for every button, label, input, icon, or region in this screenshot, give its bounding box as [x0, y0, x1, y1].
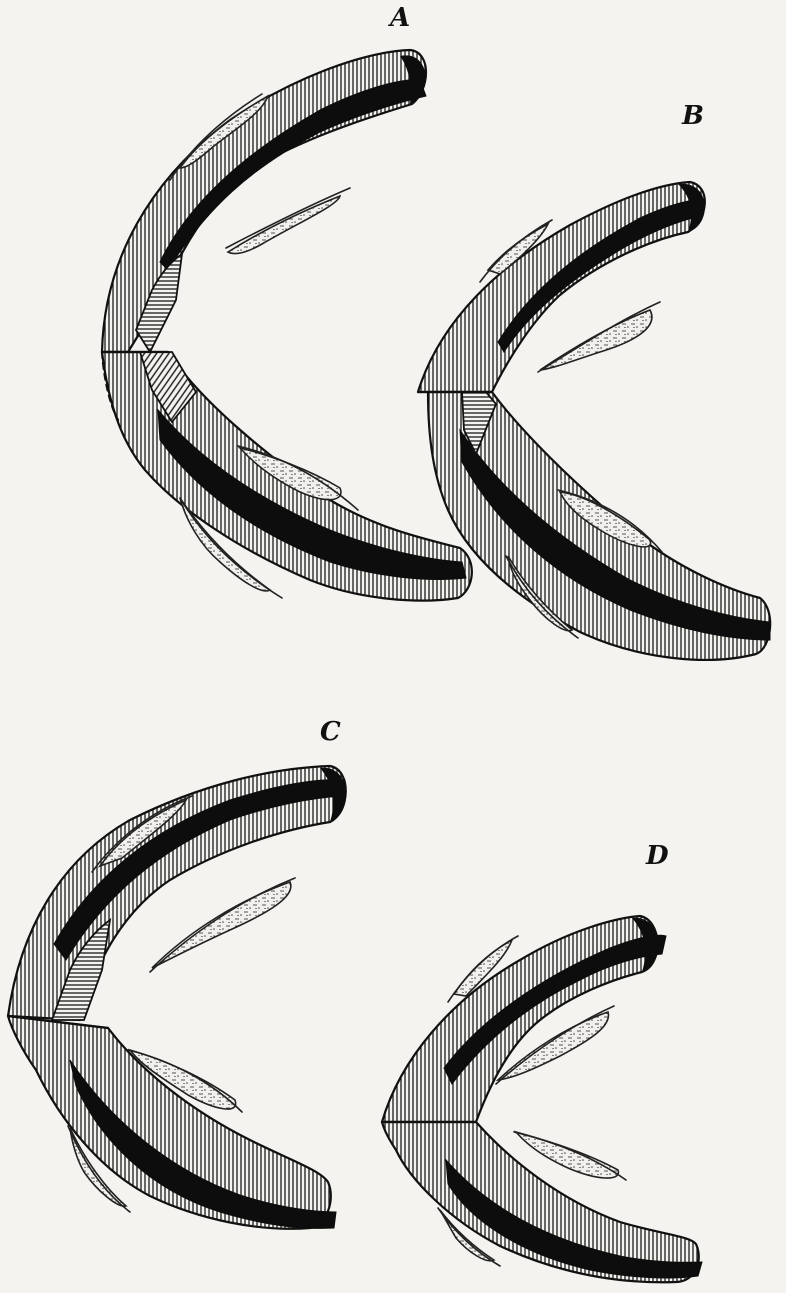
upper-bone-segment: [102, 50, 426, 352]
panel-label-b: B: [681, 101, 704, 131]
soft-tissue-inner: [228, 196, 340, 254]
panel-label-d: D: [645, 841, 669, 871]
panel-label-a: A: [387, 3, 410, 33]
panel-label-c: C: [320, 717, 341, 747]
panel-d: D: [382, 841, 702, 1282]
panel-c: C: [8, 717, 346, 1229]
soft-tissue-line: [226, 188, 350, 248]
soft-tissue-inner: [152, 882, 291, 968]
soft-tissue-inner: [516, 1132, 618, 1178]
upper-bone-segment: [382, 916, 666, 1122]
panel-a: A: [102, 3, 472, 601]
lower-bone-segment: [8, 1016, 336, 1229]
